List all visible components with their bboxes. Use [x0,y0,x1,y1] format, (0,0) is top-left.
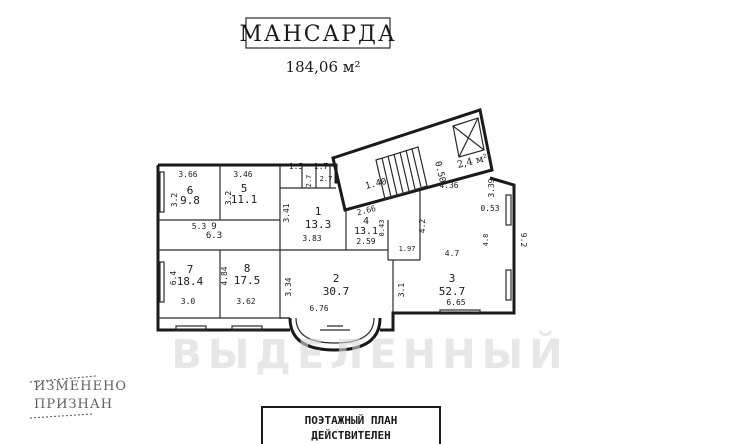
side-stamp-line2: ПРИЗНАН [34,397,113,412]
room-area: 52.7 [439,285,466,298]
room-8-label: 8 17.5 [234,262,261,287]
dimension-labels: 3.66 3.46 1.5 1.7 2.7 2.7 3.2 3.2 5.3 3.… [169,162,528,313]
dim-30: 3.0 [181,297,196,306]
room-number: 8 [244,262,251,275]
dim-15: 1.5 [289,162,304,171]
dim-32b: 3.2 [224,191,233,206]
plan-title: МАНСАРДА [239,22,396,47]
dim-48: 4.8 [482,234,490,247]
dim-366: 3.66 [178,170,197,179]
room-1-label: 1 13.3 [305,205,332,231]
dim-436: 4.36 [439,181,458,190]
room-5-label: 5 11.1 [231,182,258,206]
dim-484: 4.84 [220,266,229,285]
dim-47: 4.7 [445,249,460,258]
room-number: 6 [187,184,194,197]
room-9-label: 9 6.3 [206,222,222,241]
dim-043: 0.43 [378,220,386,237]
side-stamp: ИЗМЕНЕНО ПРИЗНАН [29,375,127,419]
dim-197: 1.97 [399,245,416,253]
dim-92: 9.2 [519,233,528,248]
room-6-label: 6 9.8 [180,184,200,207]
dim-31: 3.1 [397,283,406,298]
stamp-line1: ПОЭТАЖНЫЙ ПЛАН [305,414,398,427]
dim-341: 3.41 [282,203,291,222]
room-7-label: 7 18.4 [177,263,204,288]
room-area: 11.1 [231,193,258,206]
stamp-line2: ДЕЙСТВИТЕЛЕН [311,429,390,442]
room-area: 13.1 [354,226,378,237]
dim-27a: 2.7 [305,175,313,188]
stamp-frame [261,406,441,444]
room-4-label: 4 13.1 [354,216,378,237]
dim-53: 5.3 [192,222,207,231]
room-number: 3 [449,272,456,285]
room-area: 17.5 [234,274,261,287]
room-number: 1 [315,205,322,218]
bay-window [288,317,382,352]
dim-27b: 2.7 [320,175,333,183]
staircase [375,146,428,200]
dim-346: 3.46 [233,170,252,179]
dim-259: 2.59 [356,237,375,246]
room-number: 4 [363,216,369,227]
room-2-label: 2 30.7 [323,272,350,298]
dim-339: 3.39 [487,178,496,197]
stair-area: 2,4 м² [456,153,489,171]
dim-42: 4.2 [418,219,427,234]
dim-676: 6.76 [309,304,328,313]
interior-walls [158,165,421,319]
title-frame [245,17,391,49]
room-area: 13.3 [305,218,332,231]
room-area: 6.3 [206,231,222,241]
dim-334: 3.34 [284,277,293,296]
room-area: 9.8 [180,194,200,207]
watermark: ВЫДЕЛЕННЫЙ [171,330,568,378]
room-3-label: 3 52.7 [439,272,466,298]
room-number: 7 [187,263,194,276]
total-area: 184,06 м² [286,58,361,76]
dim-362: 3.62 [236,297,255,306]
windows [159,171,512,331]
dim-64: 6.4 [169,271,178,286]
room-number: 2 [333,272,340,285]
dim-17: 1.7 [314,162,329,171]
floor-plan-stamp: ПОЭТАЖНЫЙ ПЛАН ДЕЙСТВИТЕЛЕН [261,406,441,444]
dim-140: 1.40 [364,177,387,192]
header: МАНСАРДА 184,06 м² [239,17,396,76]
dim-053: 0.53 [480,204,499,213]
room-area: 18.4 [177,275,204,288]
room-number: 9 [211,222,216,232]
dim-383: 3.83 [302,234,321,243]
room-number: 5 [241,182,248,195]
room-area: 30.7 [323,285,350,298]
dim-32a: 3.2 [170,193,179,208]
dim-665: 6.65 [446,298,465,307]
side-stamp-line1: ИЗМЕНЕНО [34,379,127,394]
